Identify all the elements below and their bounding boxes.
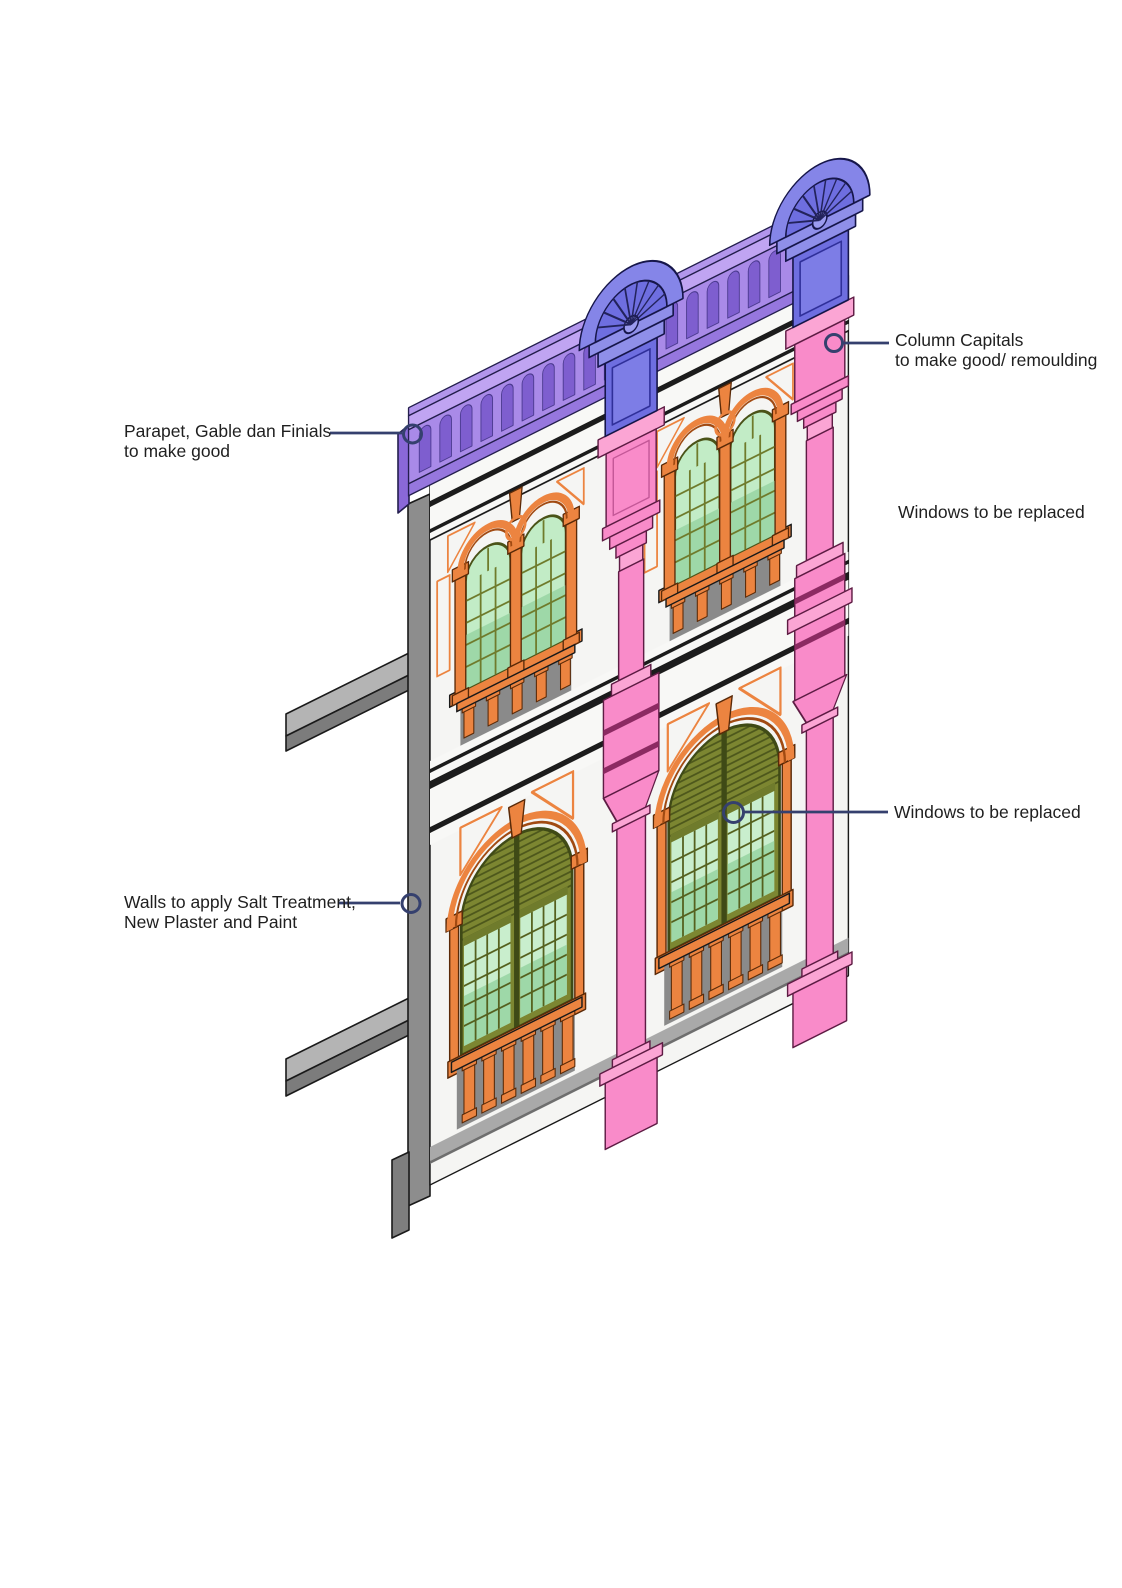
plinth-block bbox=[391, 1151, 410, 1239]
facade bbox=[407, 157, 871, 1186]
upper-windows bbox=[446, 362, 794, 746]
lower-rail-b bbox=[658, 892, 791, 970]
lower-rail-a bbox=[450, 996, 583, 1074]
marker-column-capitals bbox=[824, 333, 844, 353]
upper-glass-grids bbox=[465, 415, 776, 690]
label-windows-upper: Windows to be replaced bbox=[898, 502, 1085, 522]
label-column-capitals-line2: to make good/ remoulding bbox=[895, 350, 1097, 370]
wall-section-edge bbox=[407, 493, 431, 1207]
label-parapet-line1: Parapet, Gable dan Finials bbox=[124, 421, 331, 441]
gable-finial-right bbox=[768, 157, 871, 329]
upper-rail-b bbox=[665, 539, 785, 608]
upper-rail-a bbox=[456, 643, 576, 713]
marker-walls bbox=[400, 893, 422, 914]
lower-windows-glazing bbox=[459, 703, 781, 1057]
gable-fan-ribs bbox=[597, 178, 852, 329]
leader-lines bbox=[330, 333, 889, 914]
upper-spandrel-triangles bbox=[446, 362, 794, 574]
marker-windows-lower bbox=[722, 801, 745, 824]
annotation-texts: Column Capitals to make good/ remoulding… bbox=[124, 330, 1097, 932]
medallion-rings bbox=[505, 410, 736, 542]
label-column-capitals-line1: Column Capitals bbox=[895, 330, 1024, 350]
column-right bbox=[785, 296, 855, 1049]
structure-side bbox=[285, 424, 431, 1239]
label-parapet-line2: to make good bbox=[124, 441, 230, 461]
label-walls-line1: Walls to apply Salt Treatment, bbox=[124, 892, 356, 912]
gable-finial-mid bbox=[578, 259, 684, 438]
label-windows-lower: Windows to be replaced bbox=[894, 802, 1081, 822]
scene bbox=[285, 157, 871, 1239]
upper-pendants bbox=[508, 381, 732, 523]
marker-parapet bbox=[402, 423, 423, 445]
column-mid bbox=[597, 406, 665, 1151]
label-walls-line2: New Plaster and Paint bbox=[124, 912, 297, 932]
